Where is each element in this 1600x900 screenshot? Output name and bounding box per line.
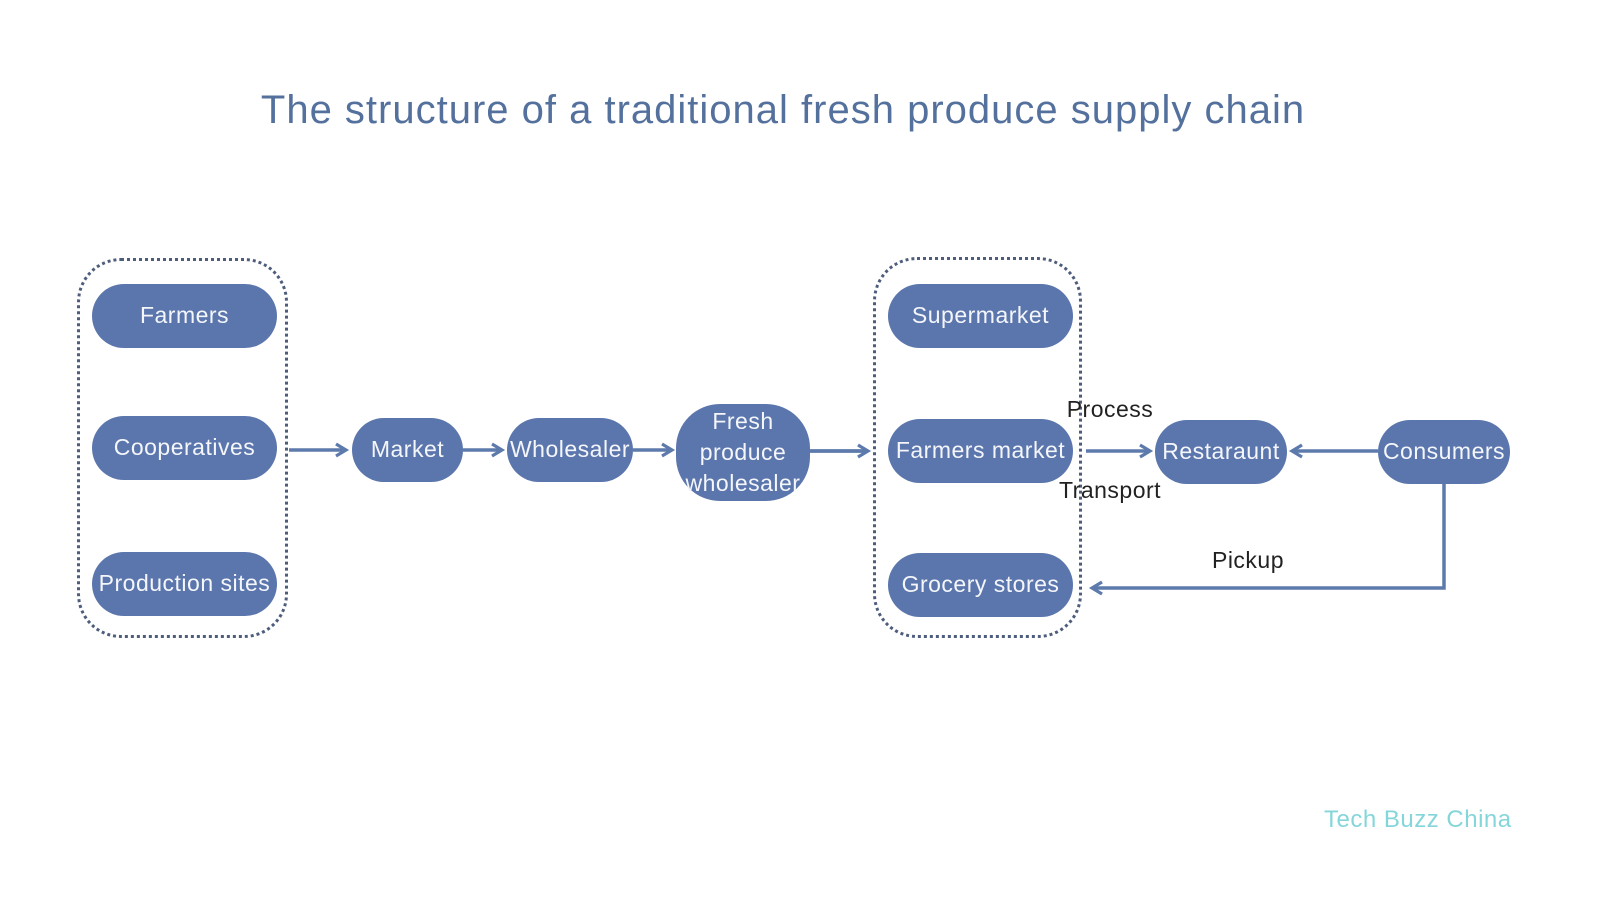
watermark-tech-buzz-china: Tech Buzz China [1324,806,1512,833]
node-supermarket: Supermarket [888,284,1073,348]
node-restaraunt: Restaraunt [1155,420,1287,484]
retail-group-box [873,257,1082,638]
node-wholesaler: Wholesaler [507,418,633,482]
node-production-sites: Production sites [92,552,277,616]
node-farmers-market: Farmers market [888,419,1073,483]
node-cooperatives: Cooperatives [92,416,277,480]
node-farmers: Farmers [92,284,277,348]
page-title: The structure of a traditional fresh pro… [260,88,1306,132]
node-fresh-produce-wholesaler: Fresh produce wholesaler [676,404,810,501]
node-market: Market [352,418,463,482]
producers-group-box [77,258,288,638]
node-grocery-stores: Grocery stores [888,553,1073,617]
node-consumers: Consumers [1378,420,1510,484]
edge-label-pickup: Pickup [1211,547,1285,573]
edge-label-transport: Transport [1058,477,1162,503]
edge-label-process: Process [1066,396,1154,422]
